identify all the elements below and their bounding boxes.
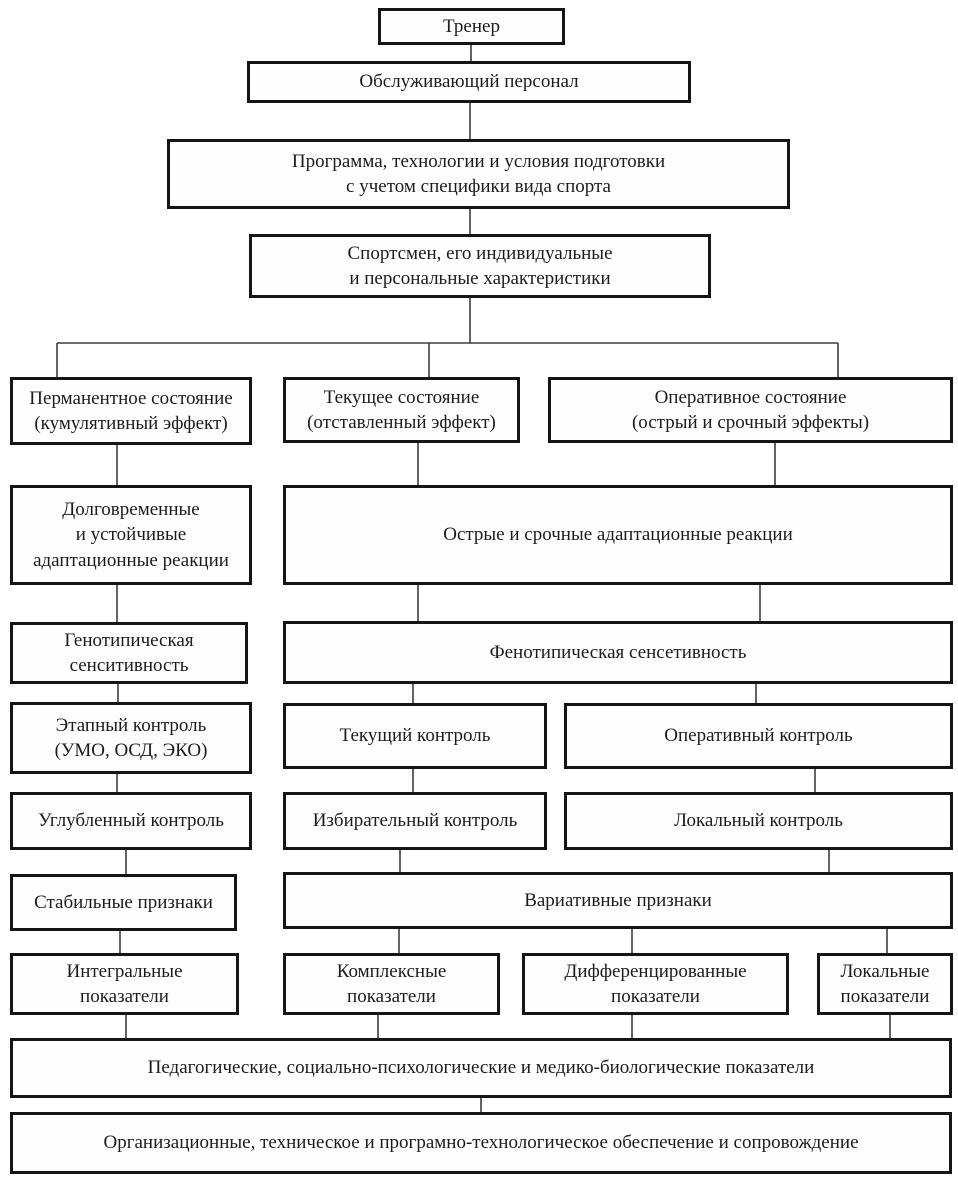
node-variable-signs: Вариативные признаки [283,872,953,929]
node-program: Программа, технологии и условия подготов… [167,139,790,209]
node-operative-state: Оперативное состояние (острый и срочный … [548,377,953,443]
node-genotypic-sensitivity: Генотипическая сенситивность [10,622,248,684]
node-stage-control: Этапный контроль (УМО, ОСД, ЭКО) [10,702,252,774]
node-current-control: Текущий контроль [283,703,547,769]
node-staff: Обслуживающий персонал [247,61,691,103]
node-pedagogical-indicators: Педагогические, социально-психологически… [10,1038,952,1098]
node-complex-indicators: Комплексные показатели [283,953,500,1015]
node-local-indicators: Локальные показатели [817,953,953,1015]
node-selective-control: Избирательный контроль [283,792,547,850]
node-stable-signs: Стабильные признаки [10,874,237,931]
node-acute-reactions: Острые и срочные адаптационные реакции [283,485,953,585]
node-indepth-control: Углубленный контроль [10,792,252,850]
node-longterm-reactions: Долговременные и устойчивые адаптационны… [10,485,252,585]
node-organizational-support: Организационные, техническое и програмно… [10,1112,952,1174]
node-operative-control: Оперативный контроль [564,703,953,769]
node-integral-indicators: Интегральные показатели [10,953,239,1015]
node-permanent-state: Перманентное состояние (кумулятивный эфф… [10,377,252,445]
node-local-control: Локальный контроль [564,792,953,850]
node-trainer: Тренер [378,8,565,45]
node-differentiated-indicators: Дифференцированные показатели [522,953,789,1015]
node-athlete: Спортсмен, его индивидуальные и персонал… [249,234,711,298]
node-current-state: Текущее состояние (отставленный эффект) [283,377,520,443]
node-phenotypic-sensitivity: Фенотипическая сенсетивность [283,621,953,684]
